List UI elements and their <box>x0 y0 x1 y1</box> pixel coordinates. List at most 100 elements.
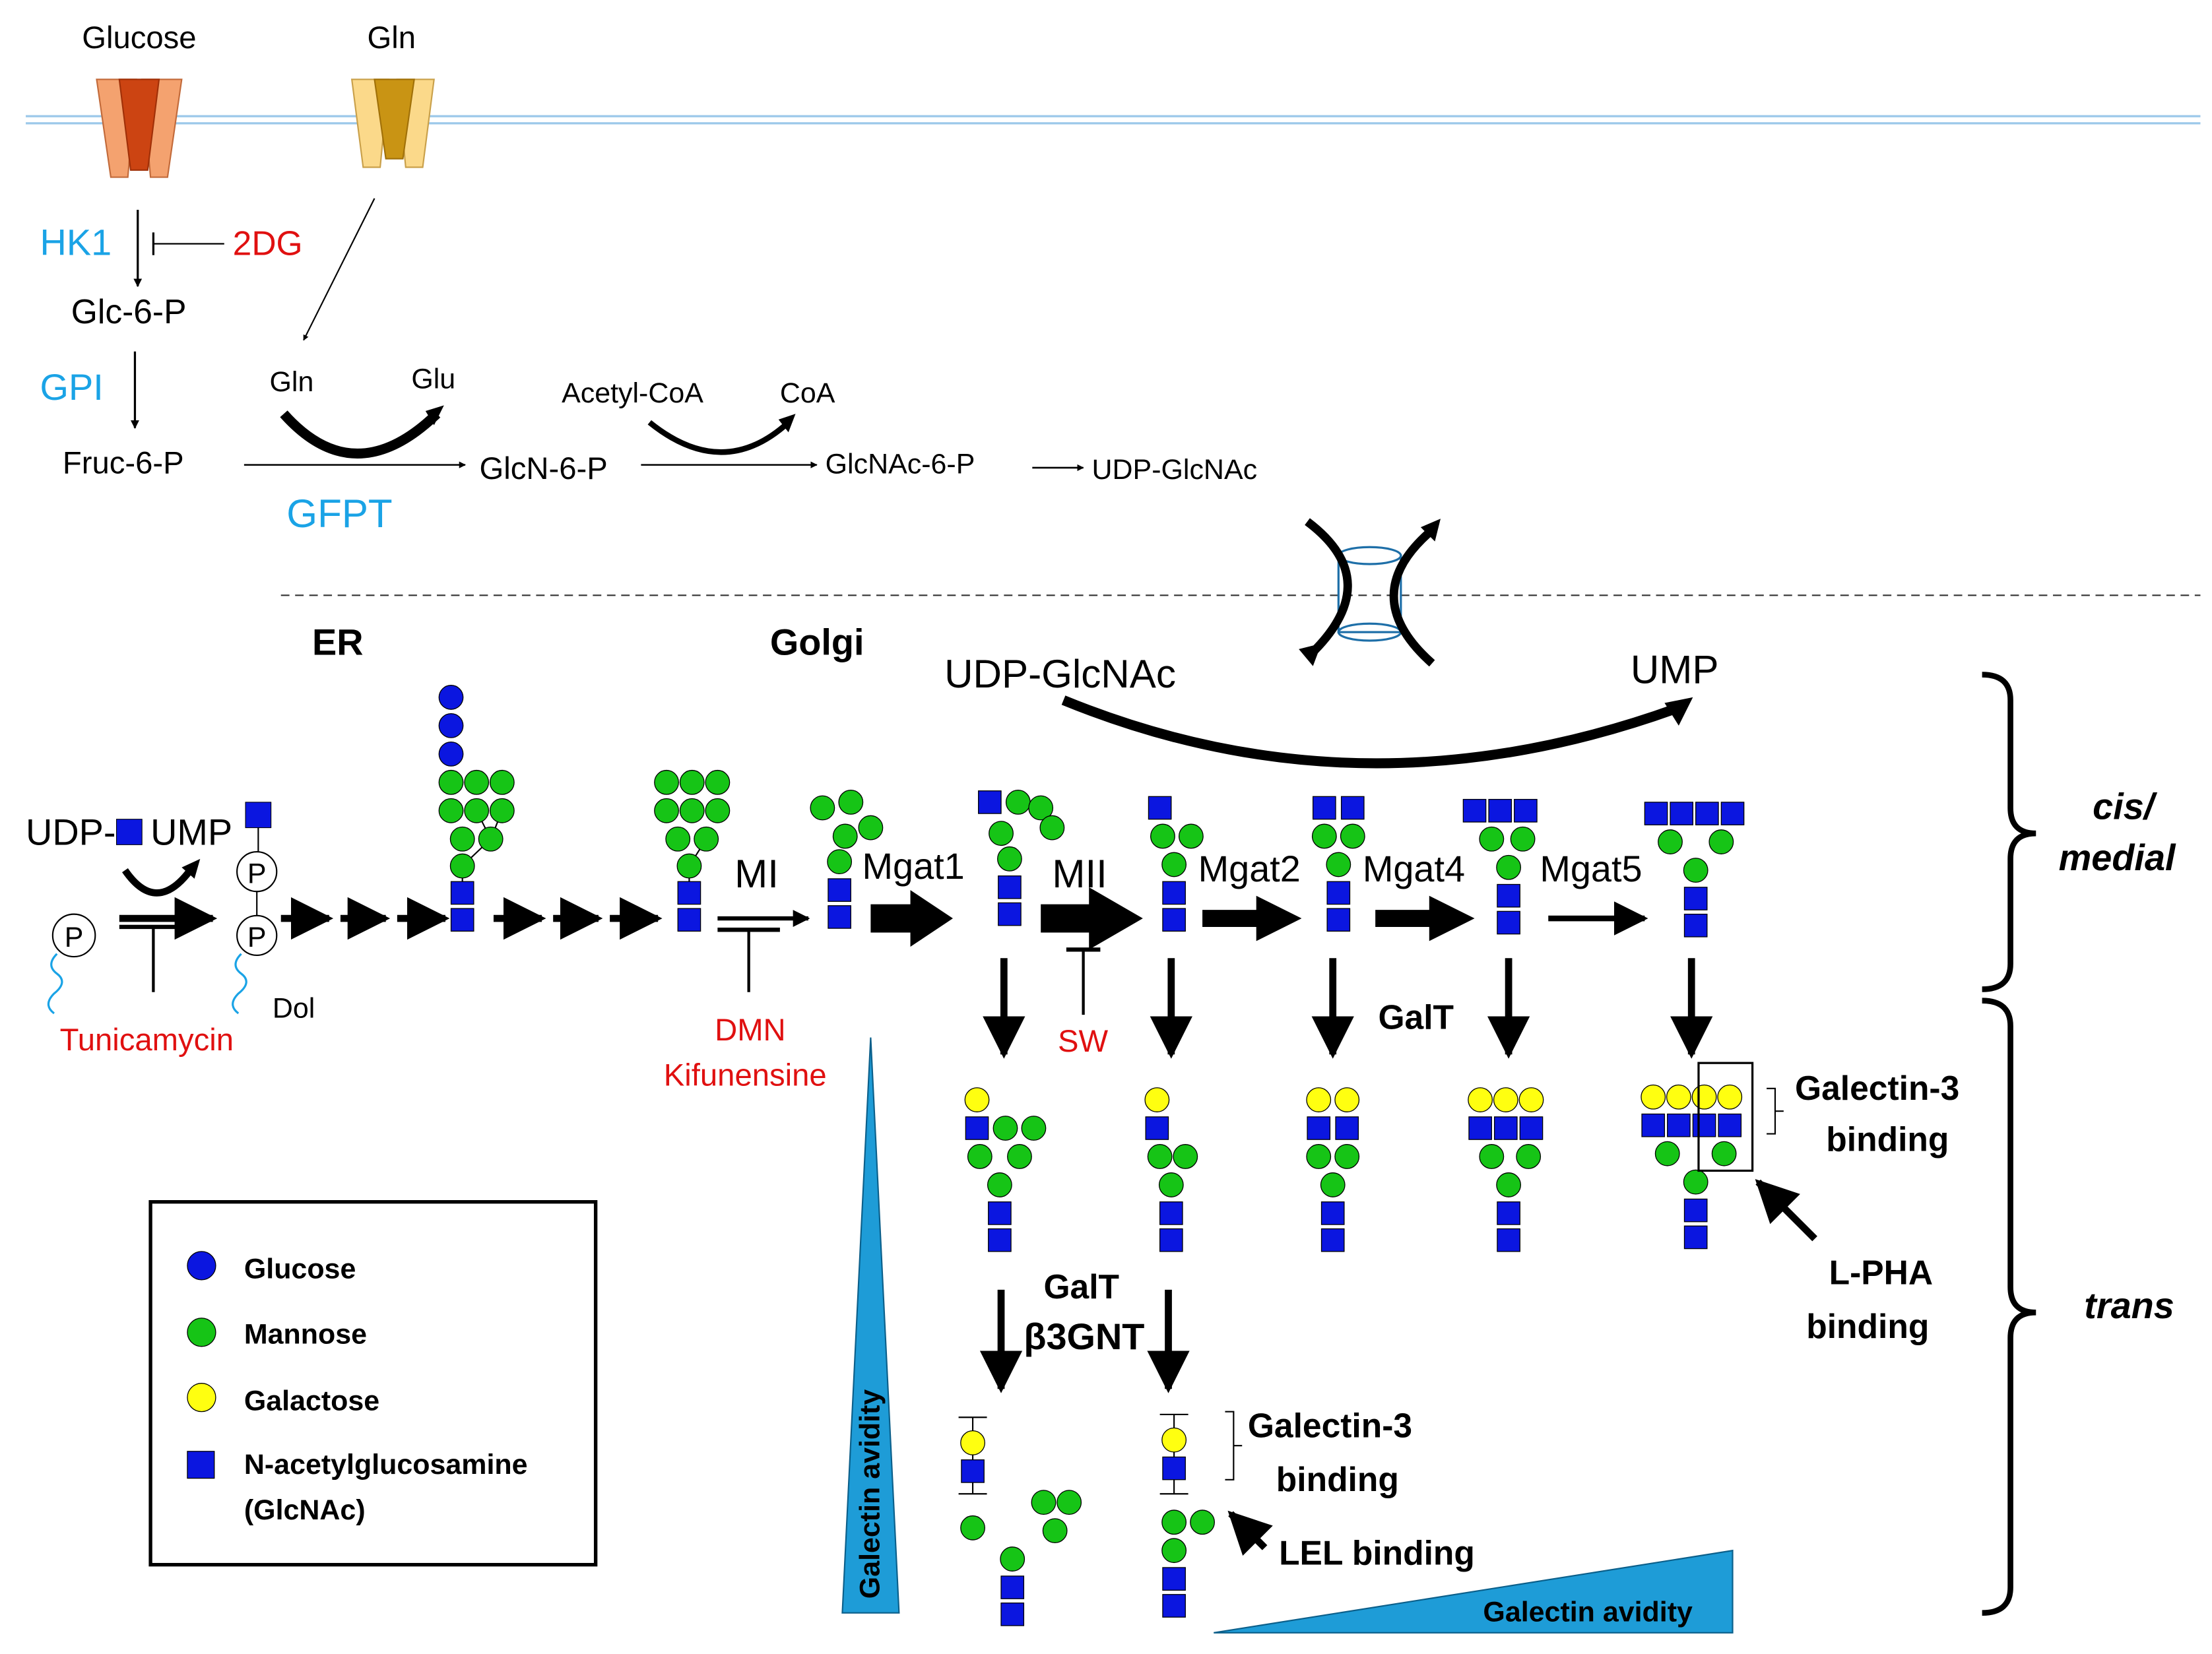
glcnac-icon <box>1162 908 1186 932</box>
mannose-icon <box>1007 1144 1032 1169</box>
mannose-icon <box>1496 854 1522 880</box>
mannose-icon <box>665 826 691 852</box>
glcnac-icon <box>1670 802 1694 825</box>
mannose-icon <box>705 798 731 823</box>
mii-arrow <box>1041 887 1143 950</box>
legend-mannose: Mannose <box>244 1319 367 1351</box>
gfpt-label: GFPT <box>286 492 392 536</box>
mi-label: MI <box>734 852 779 896</box>
compartment-braces <box>1982 672 2036 1616</box>
galectin3-a-bracket <box>1767 1087 1784 1135</box>
mannose-icon <box>967 1144 992 1169</box>
galactose-icon <box>1161 1427 1187 1453</box>
glcnac-icon <box>988 1228 1012 1252</box>
mannose-icon <box>1178 823 1204 849</box>
galactosylation-arrows <box>979 958 1713 1393</box>
gpi-label: GPI <box>40 366 104 408</box>
ump-golgi-label: UMP <box>1631 647 1719 691</box>
glcnac-icon <box>1162 1456 1186 1480</box>
dmn-label: DMN <box>715 1013 786 1048</box>
galactose-icon <box>1493 1087 1518 1112</box>
er-ump-label: UMP <box>150 811 232 852</box>
mannose-icon <box>832 823 858 849</box>
udp-to-ump-arrow <box>1061 695 1678 769</box>
mannose-icon <box>1334 1144 1360 1169</box>
mannose-icon <box>997 846 1022 872</box>
kifunensine-label: Kifunensine <box>664 1058 827 1093</box>
mannose-icon <box>987 1172 1012 1197</box>
glcnac-icon <box>1159 1201 1183 1225</box>
glcnac-icon <box>998 875 1022 899</box>
gln-transporter <box>350 79 435 168</box>
udp-glcnac-golgi-label: UDP-GlcNAc <box>944 652 1176 696</box>
glucose-icon <box>438 741 464 767</box>
er-label: ER <box>312 621 364 662</box>
legend-galactose: Galactose <box>244 1385 379 1417</box>
mannose-icon <box>960 1515 985 1541</box>
plasma-membrane <box>26 115 2201 125</box>
mannose-icon <box>1708 829 1734 854</box>
galactose-icon <box>1468 1087 1493 1112</box>
glc6p-label: Glc-6-P <box>71 292 187 331</box>
galt-label: GalT <box>1378 998 1454 1036</box>
acetylcoa-label: Acetyl-CoA <box>562 377 703 409</box>
mannose-icon <box>654 798 679 823</box>
fruc6p-label: Fruc-6-P <box>63 446 184 481</box>
glycan-structures <box>438 685 1745 1626</box>
mannose-icon <box>1021 1116 1047 1141</box>
gln-transporter-label: Gln <box>368 20 416 55</box>
glcnac-icon <box>1692 1113 1716 1137</box>
galactose-icon <box>1666 1084 1691 1110</box>
glcnac-icon <box>1683 1198 1708 1223</box>
glcnac-icon <box>1718 1113 1742 1137</box>
mannose-icon <box>1031 1490 1057 1515</box>
glucose-transporter-label: Glucose <box>82 20 196 55</box>
glcnac-icon <box>450 881 474 905</box>
mannose-icon <box>1658 829 1683 854</box>
mgat2-arrow <box>1202 895 1302 941</box>
mii-label: MII <box>1052 852 1107 896</box>
glcnac-icon <box>1162 881 1186 905</box>
mannose-icon <box>489 798 515 823</box>
mannose-icon <box>1510 826 1536 852</box>
glu-label: Glu <box>411 364 455 395</box>
mannose-icon <box>1654 1141 1680 1166</box>
glcnac-icon <box>1468 1116 1492 1140</box>
glcnac-icon <box>1683 1225 1708 1250</box>
glcnac-icon <box>1497 1201 1520 1225</box>
glcnac-icon <box>998 902 1022 926</box>
2dg-label: 2DG <box>233 224 303 263</box>
glcnac-icon <box>1695 802 1719 825</box>
mannose-icon <box>1161 1538 1187 1564</box>
galactose-icon <box>1691 1084 1717 1110</box>
cis-medial-label: cis/ <box>2093 786 2158 827</box>
glcnac-icon <box>1335 1116 1359 1140</box>
mannose-icon <box>1326 852 1351 877</box>
glcn6p-label: GlcN-6-P <box>479 451 607 486</box>
glcnac-icon <box>1307 1116 1331 1140</box>
glcnac-icon <box>1159 1228 1183 1252</box>
galt-lower-label: GalT <box>1043 1267 1119 1306</box>
udp-glcnac-cyto-label: UDP-GlcNAc <box>1092 454 1258 486</box>
legend-glcnac: N-acetylglucosamine <box>244 1449 528 1480</box>
mannose-icon <box>1311 823 1337 849</box>
glcnac-icon <box>961 1459 985 1483</box>
galactose-icon <box>964 1087 990 1112</box>
glcnac-icon <box>1644 802 1668 825</box>
legend-box <box>148 1200 598 1567</box>
mannose-icon <box>992 1116 1018 1141</box>
trans-label: trans <box>2084 1285 2174 1326</box>
mannose-icon <box>810 795 835 821</box>
mannose-icon <box>1039 815 1065 841</box>
dol-p-p <box>232 851 278 1015</box>
mannose-icon <box>1147 1144 1173 1169</box>
mannose-icon <box>1320 1172 1346 1197</box>
glcnac-icon <box>1683 913 1708 938</box>
glucose-icon <box>438 713 464 738</box>
er-udp-glcnac-square <box>115 819 143 845</box>
mannose-icon <box>1340 823 1365 849</box>
dol-p-top: P <box>247 858 267 889</box>
glcnac-icon <box>978 790 1002 814</box>
glcnac-icon <box>1148 796 1172 820</box>
